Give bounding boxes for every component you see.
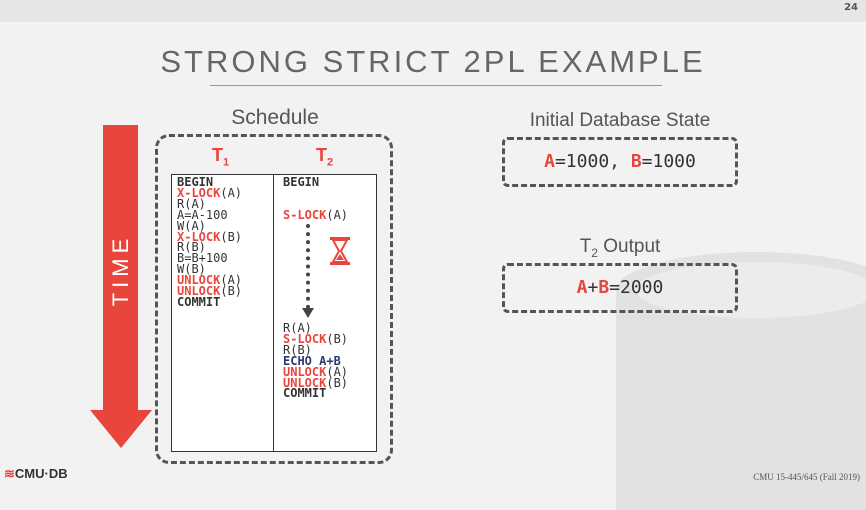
wait-line	[306, 224, 310, 309]
operation-line: R(A)	[283, 321, 312, 335]
initial-state-box: A=1000, B=1000	[502, 137, 738, 187]
t2-output-box: A+B=2000	[502, 263, 738, 313]
slide-number: 24	[844, 2, 858, 13]
operation-line: BEGIN	[177, 175, 214, 189]
initial-state-label: Initial Database State	[529, 110, 711, 131]
t2-operations-before-wait: BEGIN S-LOCK(A)	[283, 175, 349, 222]
operation-line: UNLOCK(A)	[177, 273, 243, 288]
operation-line: W(A)	[177, 218, 206, 233]
operation-line: B=B+100	[177, 251, 228, 266]
course-label: CMU 15-445/645 (Fall 2019)	[753, 472, 860, 482]
cmu-db-logo: ≋CMU·DB	[4, 466, 68, 481]
schedule-label: Schedule	[231, 106, 319, 129]
operation-line: S-LOCK(A)	[283, 207, 349, 222]
operation-line: R(A)	[177, 196, 206, 211]
database-watermark-icon	[616, 252, 866, 510]
t2-header: T2	[316, 145, 334, 169]
time-arrow: TIME	[90, 125, 152, 448]
operation-line: UNLOCK(A)	[283, 364, 349, 379]
schedule-table	[171, 174, 377, 452]
schedule-frame	[155, 134, 393, 464]
operation-line: COMMIT	[283, 386, 327, 401]
operation-line: W(B)	[177, 262, 206, 277]
hourglass-icon	[330, 237, 350, 265]
slide-title: STRONG STRICT 2PL EXAMPLE	[160, 44, 706, 79]
operation-line: R(B)	[177, 240, 206, 255]
operation-line: X-LOCK(A)	[177, 185, 243, 200]
operation-line: S-LOCK(B)	[283, 331, 349, 346]
wait-arrow-head	[302, 308, 314, 318]
operation-line: UNLOCK(B)	[283, 375, 349, 390]
top-band	[0, 0, 866, 22]
operation-line	[283, 188, 348, 199]
logo-mark-icon: ≋	[4, 466, 15, 481]
time-arrow-shaft	[103, 125, 138, 413]
time-arrow-head	[90, 410, 152, 448]
operation-line: COMMIT	[177, 294, 221, 309]
operation-line: X-LOCK(B)	[177, 229, 243, 244]
operation-line: UNLOCK(B)	[177, 284, 243, 299]
t1-header: T1	[212, 145, 230, 169]
title-underline	[210, 85, 662, 86]
t2-output-label: T2 Output	[579, 236, 661, 260]
operation-line: A=A-100	[177, 207, 228, 222]
column-divider	[273, 174, 274, 452]
time-label: TIME	[108, 233, 133, 307]
operation-line: R(B)	[283, 342, 312, 357]
operation-line: ECHO A+B	[283, 353, 341, 368]
operation-line: BEGIN	[283, 175, 320, 189]
